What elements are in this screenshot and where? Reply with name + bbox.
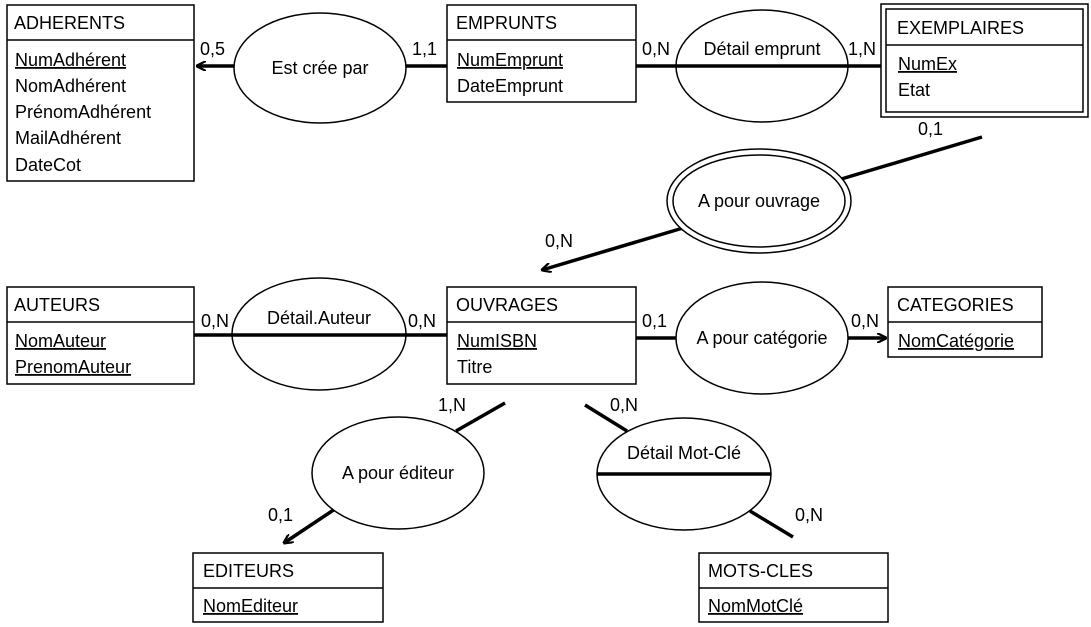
association-shape-inner [672,154,846,248]
entity-attribute: NomMotClé [708,596,803,616]
association-label: Détail.Auteur [267,308,371,328]
association-label: Détail emprunt [703,39,820,59]
association-a-pour-editeur: A pour éditeur [311,416,485,530]
entity-title: AUTEURS [14,295,100,315]
entity-auteurs: AUTEURS NomAuteur PrenomAuteur [6,286,195,385]
cardinality-label: 0,1 [268,505,293,525]
entity-attribute: MailAdhérent [15,128,121,148]
association-a-pour-categorie: A pour catégorie [675,281,849,395]
entity-exemplaires: EXEMPLAIRES NumEx Etat [880,3,1089,118]
entity-motscles: MOTS-CLES NomMotClé [698,552,889,623]
cardinality-labels: 0,5 1,1 0,N 1,N 0,1 0,N 0,N 0,N 0,1 0,N … [200,39,943,525]
association-detail-auteur: Détail.Auteur [231,277,407,391]
cardinality-label: 1,N [438,395,466,415]
entity-title: EXEMPLAIRES [897,18,1024,38]
link-ouvrages-detail-mot-cle [584,403,628,433]
cardinality-label: 0,1 [918,119,943,139]
entity-attribute: Etat [898,80,930,100]
entity-box [6,286,195,385]
cardinality-label: 0,N [610,395,638,415]
entity-box [446,286,637,385]
cardinality-label: 0,N [851,311,879,331]
entity-attribute: NomEditeur [203,596,298,616]
association-label: A pour ouvrage [698,191,820,211]
entity-categories: CATEGORIES NomCatégorie [887,286,1043,358]
cardinality-label: 0,N [795,505,823,525]
entity-attribute: PrenomAuteur [15,357,131,377]
entity-adherents: ADHERENTS NumAdhérent NomAdhérent Prénom… [6,4,195,182]
entity-box-inner [885,8,1084,113]
association-detail-emprunt: Détail emprunt [675,9,849,123]
cardinality-label: 0,N [201,311,229,331]
entity-box [446,4,637,103]
association-shape [675,281,849,395]
association-est-cree-par: Est crée par [233,12,407,124]
association-shape [311,416,485,530]
association-label: Détail Mot-Clé [627,443,741,463]
entity-title: MOTS-CLES [708,561,813,581]
cardinality-label: 0,N [408,311,436,331]
entity-title: ADHERENTS [14,13,125,33]
entity-attribute: NumEx [898,54,957,74]
entity-attribute: NumEmprunt [457,50,563,70]
entity-box [6,4,195,182]
association-a-pour-ouvrage: A pour ouvrage [666,148,852,254]
entity-title: CATEGORIES [897,295,1014,315]
association-shape [233,12,407,124]
entity-attribute: NomAuteur [15,331,106,351]
cardinality-label: 1,1 [412,39,437,59]
cardinality-label: 0,5 [200,39,225,59]
entity-title: EMPRUNTS [456,13,557,33]
link-ouvrages-a-pour-editeur [455,401,506,433]
link-detail-mot-cle-motscles [749,509,794,539]
entity-attribute: DateEmprunt [457,76,563,96]
entity-attribute: NumISBN [457,331,537,351]
entity-title: EDITEURS [203,561,294,581]
entity-attribute: PrénomAdhérent [15,102,151,122]
link-a-pour-editeur-editeurs [284,507,336,543]
entity-attribute: NumAdhérent [15,50,126,70]
association-detail-mot-cle: Détail Mot-Clé [596,417,772,531]
association-label: A pour éditeur [342,463,454,483]
association-label: Est crée par [271,58,368,78]
link-a-pour-ouvrage-ouvrages [542,226,684,270]
entity-attribute: Titre [457,357,492,377]
entity-ouvrages: OUVRAGES NumISBN Titre [446,286,637,385]
entity-editeurs: EDITEURS NomEditeur [192,552,384,623]
entity-attribute: NomCatégorie [898,331,1014,351]
association-label: A pour catégorie [696,328,827,348]
entity-attribute: NomAdhérent [15,76,126,96]
cardinality-label: 1,N [848,39,876,59]
cardinality-label: 0,N [642,39,670,59]
entity-attribute: DateCot [15,155,81,175]
entity-emprunts: EMPRUNTS NumEmprunt DateEmprunt [446,4,637,103]
link-exemplaires-a-pour-ouvrage [837,135,983,182]
entity-title: OUVRAGES [456,295,558,315]
cardinality-label: 0,1 [642,311,667,331]
cardinality-label: 0,N [545,231,573,251]
